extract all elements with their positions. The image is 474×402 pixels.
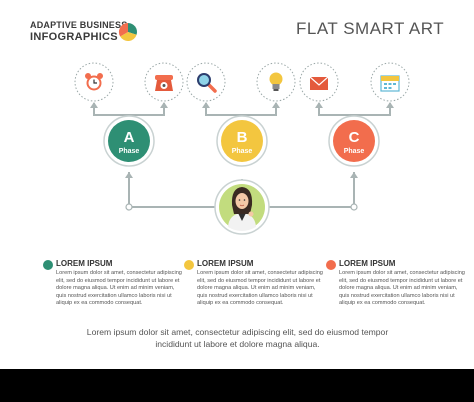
phase-b-label: Phase bbox=[232, 148, 253, 155]
column-body: Lorem ipsum dolor sit amet, consectetur … bbox=[339, 270, 465, 307]
bottom-bar bbox=[0, 369, 474, 402]
phase-c-letter: C bbox=[349, 129, 360, 146]
phase-b bbox=[216, 115, 268, 167]
column-body: Lorem ipsum dolor sit amet, consectetur … bbox=[56, 270, 182, 307]
magnifier-icon bbox=[197, 73, 217, 93]
green-bullet bbox=[43, 260, 53, 270]
phase-a bbox=[103, 115, 155, 167]
pie-logo-icon bbox=[118, 22, 138, 42]
alarm-clock-icon bbox=[85, 73, 103, 91]
phase-b-letter: B bbox=[237, 129, 248, 146]
brand-line-1: ADAPTIVE BUSINESS bbox=[30, 20, 128, 30]
connector-arrows bbox=[90, 102, 394, 178]
orange-bullet bbox=[326, 260, 336, 270]
phase-a-letter: A bbox=[124, 129, 135, 146]
footer-text: Lorem ipsum dolor sit amet, consectetur … bbox=[86, 327, 389, 349]
page-title: FLAT SMART ART bbox=[296, 19, 445, 38]
yellow-bullet bbox=[184, 260, 194, 270]
phase-c bbox=[328, 115, 380, 167]
envelope-icon bbox=[309, 76, 329, 90]
column-title: LOREM IPSUM bbox=[197, 259, 254, 268]
column-body: Lorem ipsum dolor sit amet, consectetur … bbox=[197, 270, 323, 307]
icon-rings bbox=[74, 62, 410, 102]
column-title: LOREM IPSUM bbox=[339, 259, 396, 268]
calendar-icon bbox=[380, 75, 400, 92]
light-bulb-icon bbox=[269, 72, 283, 91]
brand-line-2: INFOGRAPHICS bbox=[30, 31, 118, 43]
column-title: LOREM IPSUM bbox=[56, 259, 113, 268]
businesswoman-avatar bbox=[214, 179, 270, 235]
phase-a-label: Phase bbox=[119, 148, 140, 155]
telephone-icon bbox=[155, 75, 173, 91]
phase-c-label: Phase bbox=[344, 148, 365, 155]
